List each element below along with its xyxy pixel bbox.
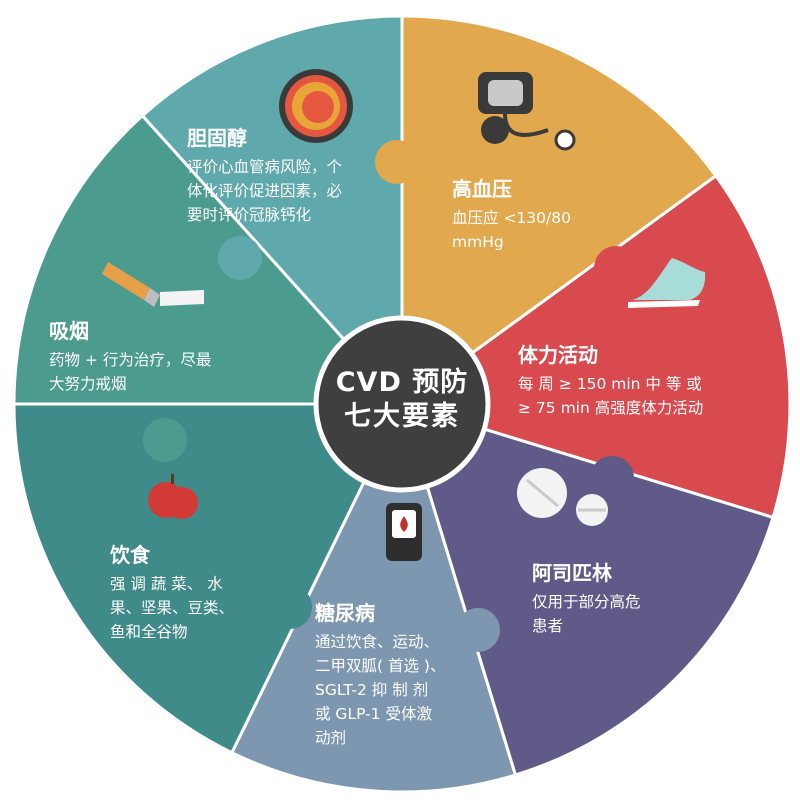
segment-desc-line: 体化评价促进因素，必 bbox=[187, 182, 343, 200]
sector-smoking bbox=[12, 113, 406, 406]
segment-desc-line: 大努力戒烟 bbox=[49, 375, 127, 393]
sector-blood-pressure bbox=[400, 14, 718, 407]
knob-bp-activity bbox=[594, 246, 638, 290]
segment-title: 高血压 bbox=[452, 177, 512, 201]
segment-physical-activity: 体力活动 每 周 ≥ 150 min 中 等 或 ≥ 75 min 高强度体力活… bbox=[518, 342, 703, 420]
segment-title: 体力活动 bbox=[518, 343, 598, 367]
segment-desc-line: ≥ 75 min 高强度体力活动 bbox=[518, 399, 704, 417]
center-circle bbox=[313, 315, 491, 493]
knob-smoking-cholesterol bbox=[218, 236, 262, 280]
segment-title: 吸烟 bbox=[49, 319, 89, 343]
glucose-meter-icon bbox=[386, 503, 422, 561]
segment-blood-pressure: 高血压 血压应 <130/80 mmHg bbox=[452, 176, 571, 254]
segment-desc-line: SGLT-2 抑 制 剂 bbox=[315, 681, 429, 699]
segment-desc-line: 动剂 bbox=[315, 729, 347, 747]
knob-activity-aspirin bbox=[590, 456, 634, 500]
segment-title: 饮食 bbox=[110, 543, 150, 567]
center-line2: 七大要素 bbox=[344, 401, 460, 432]
segment-desc-line: 强 调 蔬 菜、 水 bbox=[110, 575, 223, 593]
segment-title: 胆固醇 bbox=[187, 126, 247, 150]
pill-icon bbox=[517, 468, 608, 526]
segment-desc-line: 通过饮食、运动、 bbox=[315, 633, 440, 651]
segment-desc-line: 或 GLP-1 受体激 bbox=[315, 705, 432, 723]
segment-desc-line: 要时评价冠脉钙化 bbox=[187, 206, 312, 224]
segment-desc-line: 药物 + 行为治疗，尽最 bbox=[49, 351, 212, 369]
sector-diabetes bbox=[229, 399, 518, 794]
cigarette-icon bbox=[102, 262, 204, 307]
cholesterol-icon bbox=[279, 69, 353, 143]
segment-desc-line: 果、坚果、豆类、 bbox=[110, 599, 235, 617]
segment-desc-line: 每 周 ≥ 150 min 中 等 或 bbox=[518, 375, 702, 393]
segment-desc-line: 评价心血管病风险，个 bbox=[187, 158, 343, 176]
blood-pressure-monitor-icon bbox=[478, 72, 576, 151]
segment-aspirin: 阿司匹林 仅用于部分高危 患者 bbox=[532, 560, 641, 638]
knob-diet-smoking bbox=[143, 418, 187, 462]
segment-desc-line: 患者 bbox=[532, 617, 564, 635]
segment-title: 糖尿病 bbox=[315, 601, 375, 625]
segment-desc-line: 二甲双胍( 首选 )、 bbox=[315, 657, 446, 675]
segment-desc-line: 仅用于部分高危 bbox=[532, 593, 641, 611]
sector-diet bbox=[12, 402, 405, 755]
center-line1: CVD 预防 bbox=[335, 367, 469, 398]
knob-aspirin-diabetes bbox=[456, 608, 500, 652]
knob-cholesterol-bp bbox=[375, 140, 419, 184]
sector-physical-activity bbox=[398, 173, 792, 520]
segment-diabetes: 糖尿病 通过饮食、运动、 二甲双胍( 首选 )、 SGLT-2 抑 制 剂 或 … bbox=[315, 600, 445, 750]
apple-icon bbox=[148, 474, 198, 519]
knob-diabetes-diet bbox=[268, 585, 312, 629]
sector-aspirin bbox=[399, 401, 775, 777]
segment-desc-line: mmHg bbox=[452, 233, 504, 251]
center-label: CVD 预防 七大要素 bbox=[320, 366, 484, 434]
segment-smoking: 吸烟 药物 + 行为治疗，尽最 大努力戒烟 bbox=[49, 318, 211, 396]
segment-title: 阿司匹林 bbox=[532, 561, 612, 585]
sneaker-icon bbox=[628, 258, 706, 308]
segment-cholesterol: 胆固醇 评价心血管病风险，个 体化评价促进因素，必 要时评价冠脉钙化 bbox=[187, 125, 342, 227]
segment-desc-line: 鱼和全谷物 bbox=[110, 623, 188, 641]
segment-diet: 饮食 强 调 蔬 菜、 水 果、坚果、豆类、 鱼和全谷物 bbox=[110, 542, 234, 644]
segment-desc-line: 血压应 <130/80 bbox=[452, 209, 571, 227]
